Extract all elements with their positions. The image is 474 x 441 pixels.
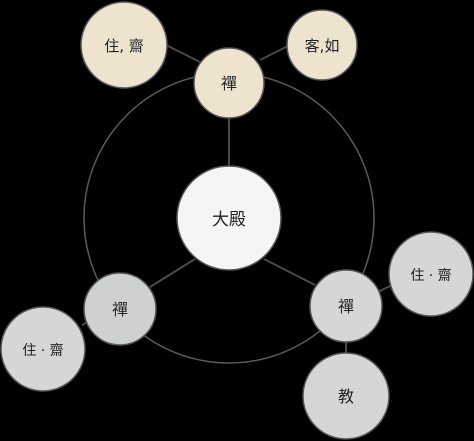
node-right-leaf-circle <box>388 231 474 317</box>
node-top-left-leaf-circle <box>80 1 168 89</box>
node-right-chan-circle <box>309 269 383 343</box>
node-left-leaf[interactable]: 住 · 齋 <box>0 306 86 392</box>
node-left-leaf-circle <box>0 306 86 392</box>
node-top-right-leaf-circle <box>286 9 358 81</box>
node-top-right-leaf-label: 客,如 <box>305 37 340 55</box>
node-top-left-leaf-label: 住, 齋 <box>104 37 144 55</box>
node-right-chan-label: 禪 <box>338 297 354 316</box>
node-top-chan-label: 禪 <box>221 74 237 93</box>
node-center-label: 大殿 <box>212 210 246 230</box>
edge-center-right <box>263 258 316 286</box>
node-right-leaf-label: 住 · 齋 <box>410 267 451 284</box>
edge-center-left <box>149 258 196 288</box>
node-top-chan[interactable]: 禪 <box>193 47 265 119</box>
node-bottom-leaf-label: 教 <box>338 387 354 406</box>
node-right-chan[interactable]: 禪 <box>309 269 383 343</box>
node-center[interactable]: 大殿 <box>176 165 282 271</box>
node-left-chan-label: 禪 <box>112 300 128 319</box>
node-top-left-leaf[interactable]: 住, 齋 <box>80 1 168 89</box>
edge-top-topright <box>259 44 291 61</box>
node-bottom-leaf-circle <box>302 352 390 440</box>
edge-right-leaf <box>377 284 393 293</box>
edge-top-topleft <box>165 44 201 63</box>
node-top-right-leaf[interactable]: 客,如 <box>286 9 358 81</box>
node-center-circle <box>176 165 282 271</box>
node-right-leaf[interactable]: 住 · 齋 <box>388 231 474 317</box>
node-top-chan-circle <box>193 47 265 119</box>
node-left-leaf-label: 住 · 齋 <box>22 342 63 359</box>
node-left-chan[interactable]: 禪 <box>83 272 157 346</box>
node-left-chan-circle <box>83 272 157 346</box>
node-bottom-leaf[interactable]: 教 <box>302 352 390 440</box>
